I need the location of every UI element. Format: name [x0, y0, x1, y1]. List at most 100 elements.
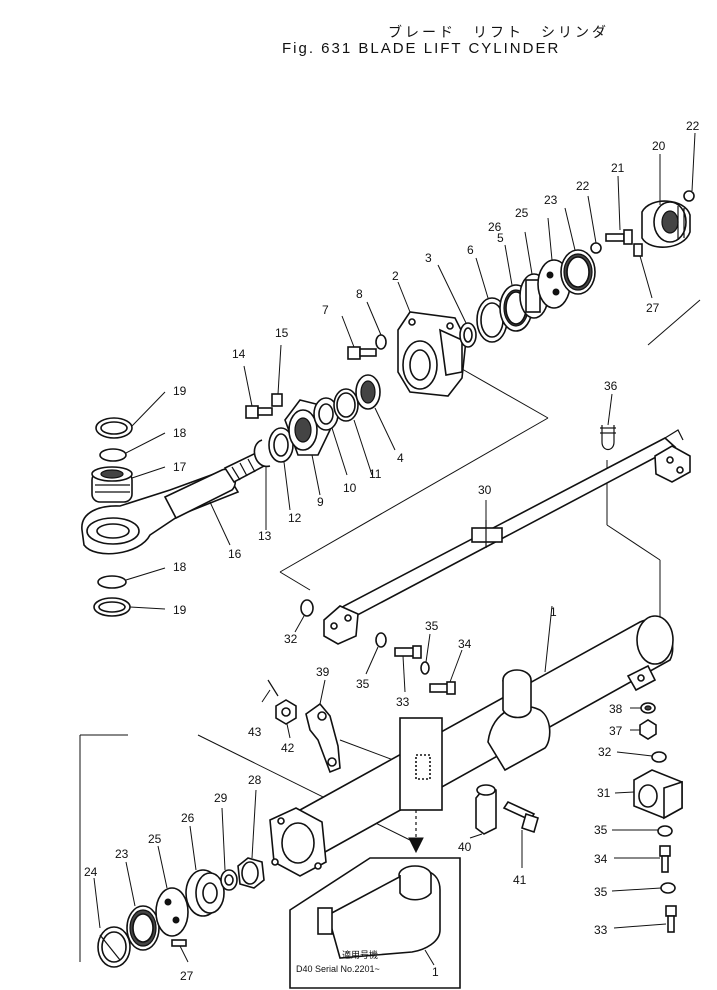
callout-16: 16 [228, 547, 242, 561]
callout-1: 1 [550, 605, 557, 619]
callout-30: 30 [478, 483, 492, 497]
callout-4: 4 [397, 451, 404, 465]
callout-26-top: 26 [488, 220, 502, 234]
piston-25-bottom [155, 845, 189, 937]
snap-ring-19-top [95, 391, 166, 439]
washer-22 [587, 195, 602, 254]
serial-inset-box [289, 857, 461, 989]
o-ring-18-top [99, 432, 166, 462]
callout-32-left: 32 [284, 632, 298, 646]
wear-ring-23-bottom [125, 861, 160, 951]
callout-18-top: 18 [173, 426, 187, 440]
bolt-34-a [429, 649, 463, 695]
callout-35-c: 35 [594, 823, 608, 837]
cylinder-head-2 [397, 281, 467, 397]
callout-3: 3 [425, 251, 432, 265]
callout-23-bottom: 23 [115, 847, 129, 861]
collar-29 [220, 807, 238, 891]
rod-seal-11 [333, 388, 373, 476]
callout-5: 5 [497, 231, 504, 245]
washer-15 [271, 344, 283, 407]
block-31 [614, 769, 683, 820]
callout-27-top: 27 [646, 301, 660, 315]
callout-12: 12 [288, 511, 302, 525]
callout-29: 29 [214, 791, 228, 805]
nut-42 [275, 699, 297, 739]
cushion-ring-24 [93, 877, 131, 968]
callout-31: 31 [597, 786, 611, 800]
o-ring-32-left [294, 599, 314, 633]
wear-ring-23 [560, 207, 596, 295]
callout-23-top: 23 [544, 193, 558, 207]
callout-28: 28 [248, 773, 262, 787]
washer-38 [630, 702, 656, 714]
bushing-4 [355, 374, 396, 451]
callout-32-right: 32 [598, 745, 612, 759]
bolt-14 [243, 365, 273, 419]
washer-22-right [683, 132, 696, 202]
callout-19-top: 19 [173, 384, 187, 398]
callout-27-bottom: 27 [180, 969, 194, 983]
piston-20 [641, 154, 691, 248]
callout-24: 24 [84, 865, 98, 879]
callout-22: 22 [576, 179, 590, 193]
screw-21 [605, 175, 633, 245]
callout-25-top: 25 [515, 206, 529, 220]
inset-part-label: 1 [432, 965, 439, 979]
callout-19-bottom: 19 [173, 603, 187, 617]
callout-38: 38 [609, 702, 623, 716]
callout-35-d: 35 [594, 885, 608, 899]
callout-33-right: 33 [594, 923, 608, 937]
clamp-30 [471, 500, 503, 548]
callout-7: 7 [322, 303, 329, 317]
bolt-34-b [614, 845, 671, 873]
pin-27-top [633, 243, 653, 299]
tube-flange [269, 807, 327, 877]
bolt-33-a [394, 645, 422, 693]
callout-34: 34 [458, 637, 472, 651]
ring-3 [437, 264, 477, 348]
dust-seal-12 [268, 427, 294, 511]
pipe-flange [323, 605, 359, 645]
washer-35-d [611, 882, 676, 894]
nut-28 [237, 789, 265, 889]
pin-27-bottom [171, 939, 189, 963]
spherical-bearing-17 [91, 466, 166, 503]
callout-35-b: 35 [425, 619, 439, 633]
callout-25-bottom: 25 [148, 832, 162, 846]
bolt-7 [341, 315, 377, 360]
callout-35-a: 35 [356, 677, 370, 691]
callout-2: 2 [392, 269, 399, 283]
callout-11: 11 [369, 467, 382, 481]
collar-40 [469, 784, 497, 839]
inset-serial-note: D40 Serial No.2201~ [296, 964, 380, 974]
piston-26-bottom [185, 825, 225, 917]
callout-15: 15 [275, 326, 289, 340]
washer-8 [366, 301, 387, 350]
callout-21: 21 [611, 161, 625, 175]
callout-40: 40 [458, 840, 472, 854]
callout-14: 14 [232, 347, 246, 361]
snap-ring-13 [253, 439, 271, 530]
o-ring-18-bottom [97, 567, 166, 589]
callout-10: 10 [343, 481, 357, 495]
piston-rod-16 [81, 450, 268, 555]
callout-13: 13 [258, 529, 272, 543]
o-ring-32-right [616, 751, 667, 763]
bolt-33-b [613, 905, 677, 933]
callout-22-right: 22 [686, 119, 700, 133]
cotter-pin-43 [261, 679, 279, 703]
nut-37 [630, 719, 657, 740]
cylinder-tube-1 [298, 605, 674, 854]
washer-35-b [420, 633, 431, 675]
callout-26-bottom: 26 [181, 811, 195, 825]
detail-pointer-box [399, 717, 443, 854]
callout-17: 17 [173, 460, 187, 474]
inset-note-japanese: 適用号機 [342, 949, 378, 960]
callout-6: 6 [467, 243, 474, 257]
bolt-41 [502, 800, 539, 868]
callout-41: 41 [513, 873, 527, 887]
figure-title-japanese: ブレード リフト シリンダ [388, 25, 609, 41]
